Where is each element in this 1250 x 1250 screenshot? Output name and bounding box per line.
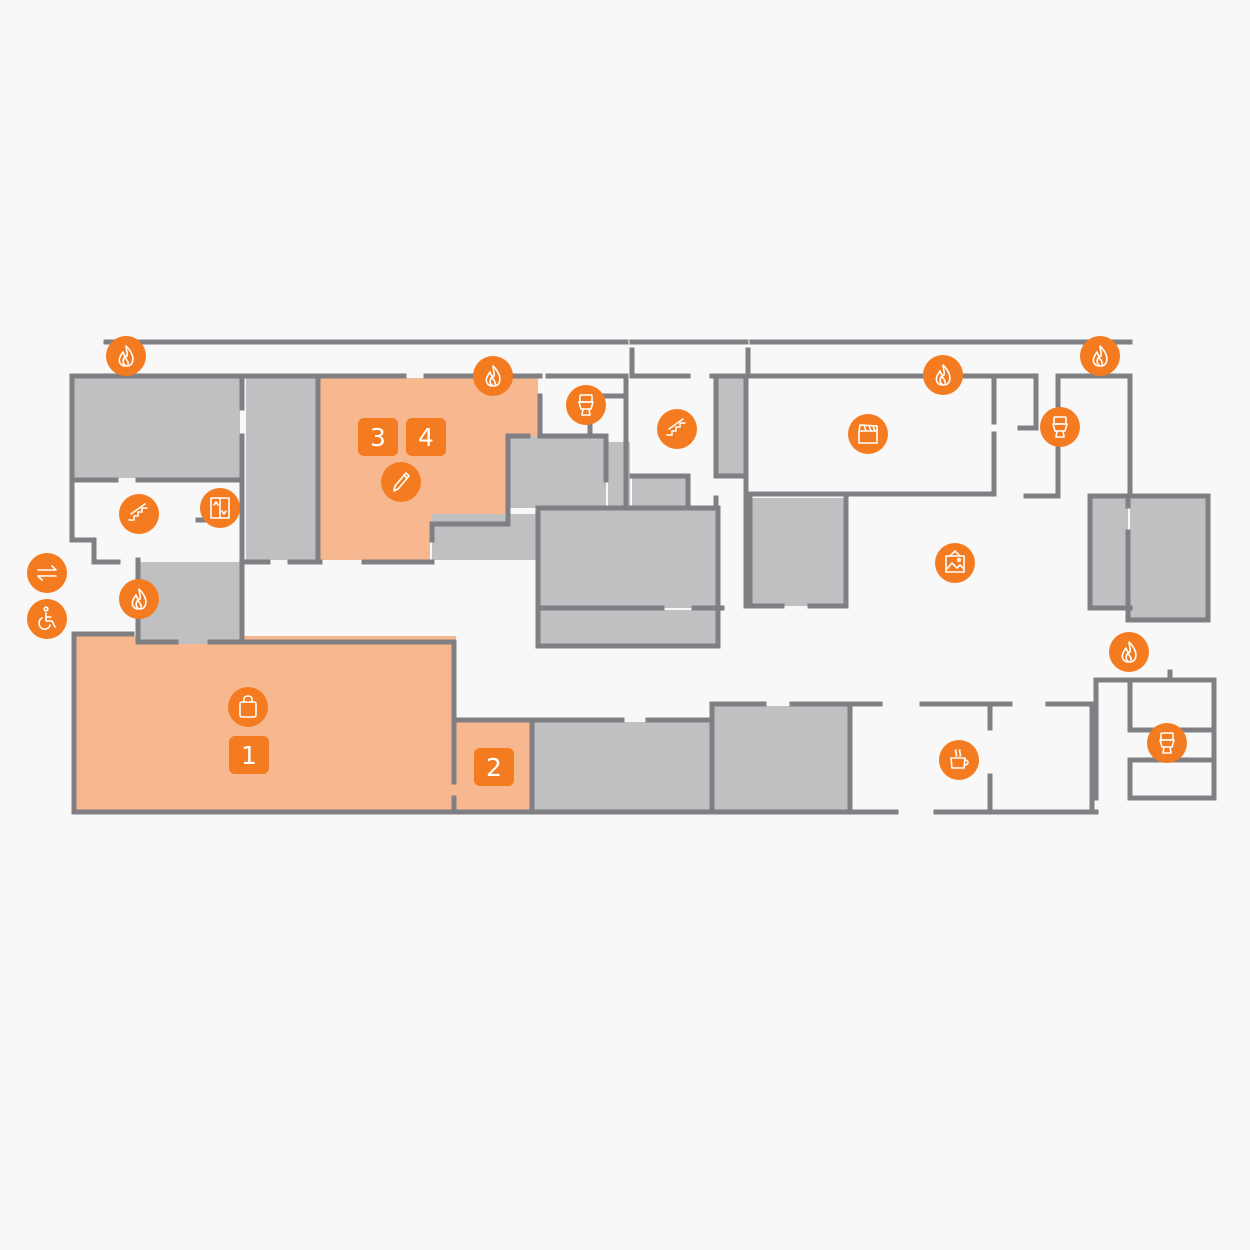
badge-4-label: 4	[418, 423, 434, 452]
badge-3-label: 3	[370, 423, 386, 452]
badge-2[interactable]: 2	[474, 748, 514, 786]
badge-3[interactable]: 3	[358, 418, 398, 456]
inactive-rooms	[74, 378, 1208, 812]
cinema-marker[interactable]	[848, 414, 888, 454]
room-grey-e	[432, 514, 538, 560]
room-grey-j	[718, 378, 746, 476]
room-grey-l	[1092, 498, 1128, 608]
fire-marker-1[interactable]	[106, 336, 146, 376]
badge-4[interactable]: 4	[406, 418, 446, 456]
fire-extinguisher-icon	[1121, 641, 1137, 663]
toilet-icon	[578, 394, 594, 416]
fire-extinguisher-icon	[935, 364, 951, 386]
room-grey-m	[1130, 498, 1208, 620]
toilet-marker-3[interactable]	[1147, 723, 1187, 763]
fire-marker-6[interactable]	[1109, 632, 1149, 672]
stairs-marker-1[interactable]	[657, 409, 697, 449]
room-grey-n	[534, 722, 712, 812]
fire-extinguisher-icon	[485, 365, 501, 387]
shopping-bag-icon	[239, 695, 257, 718]
stairs-marker-2[interactable]	[119, 494, 159, 534]
wheelchair-icon	[38, 606, 56, 630]
coffee-cup-icon	[950, 749, 969, 769]
room-grey-g	[632, 478, 686, 508]
stairs-icon	[128, 503, 148, 521]
toilet-marker-1[interactable]	[566, 385, 606, 425]
pencil-icon	[393, 472, 410, 492]
fire-marker-5[interactable]	[119, 579, 159, 619]
gallery-marker[interactable]	[935, 543, 975, 583]
fire-marker-3[interactable]	[923, 355, 963, 395]
cafe-marker[interactable]	[939, 740, 979, 780]
room-grey-o	[712, 706, 850, 812]
toilet-marker-2[interactable]	[1040, 407, 1080, 447]
workshop-marker[interactable]	[381, 462, 421, 502]
clapperboard-icon	[858, 424, 878, 444]
room-grey-i	[540, 610, 718, 646]
room-grey-a	[74, 378, 240, 478]
stairs-icon	[666, 418, 686, 436]
toilet-icon	[1052, 416, 1068, 438]
toilet-icon	[1159, 732, 1175, 754]
fire-extinguisher-icon	[131, 588, 147, 610]
room-grey-b	[246, 378, 316, 560]
fire-extinguisher-icon	[118, 345, 134, 367]
elevator-icon	[210, 497, 230, 519]
room-grey-k	[752, 498, 846, 606]
entrance-exit-marker[interactable]	[27, 553, 67, 593]
walls	[69, 339, 1217, 815]
badge-1-label: 1	[241, 741, 257, 770]
accessible-marker[interactable]	[27, 599, 67, 639]
elevator-marker[interactable]	[200, 488, 240, 528]
fire-marker-2[interactable]	[473, 356, 513, 396]
picture-icon	[945, 550, 965, 573]
shop-marker[interactable]	[228, 687, 268, 727]
badge-2-label: 2	[486, 753, 502, 782]
room-grey-d	[510, 436, 606, 508]
retail-area-1[interactable]	[74, 636, 456, 812]
fire-marker-4[interactable]	[1080, 336, 1120, 376]
room-grey-h	[540, 510, 718, 608]
fire-extinguisher-icon	[1092, 345, 1108, 367]
badge-1[interactable]: 1	[229, 736, 269, 774]
entrance-exit-icon	[37, 565, 57, 581]
